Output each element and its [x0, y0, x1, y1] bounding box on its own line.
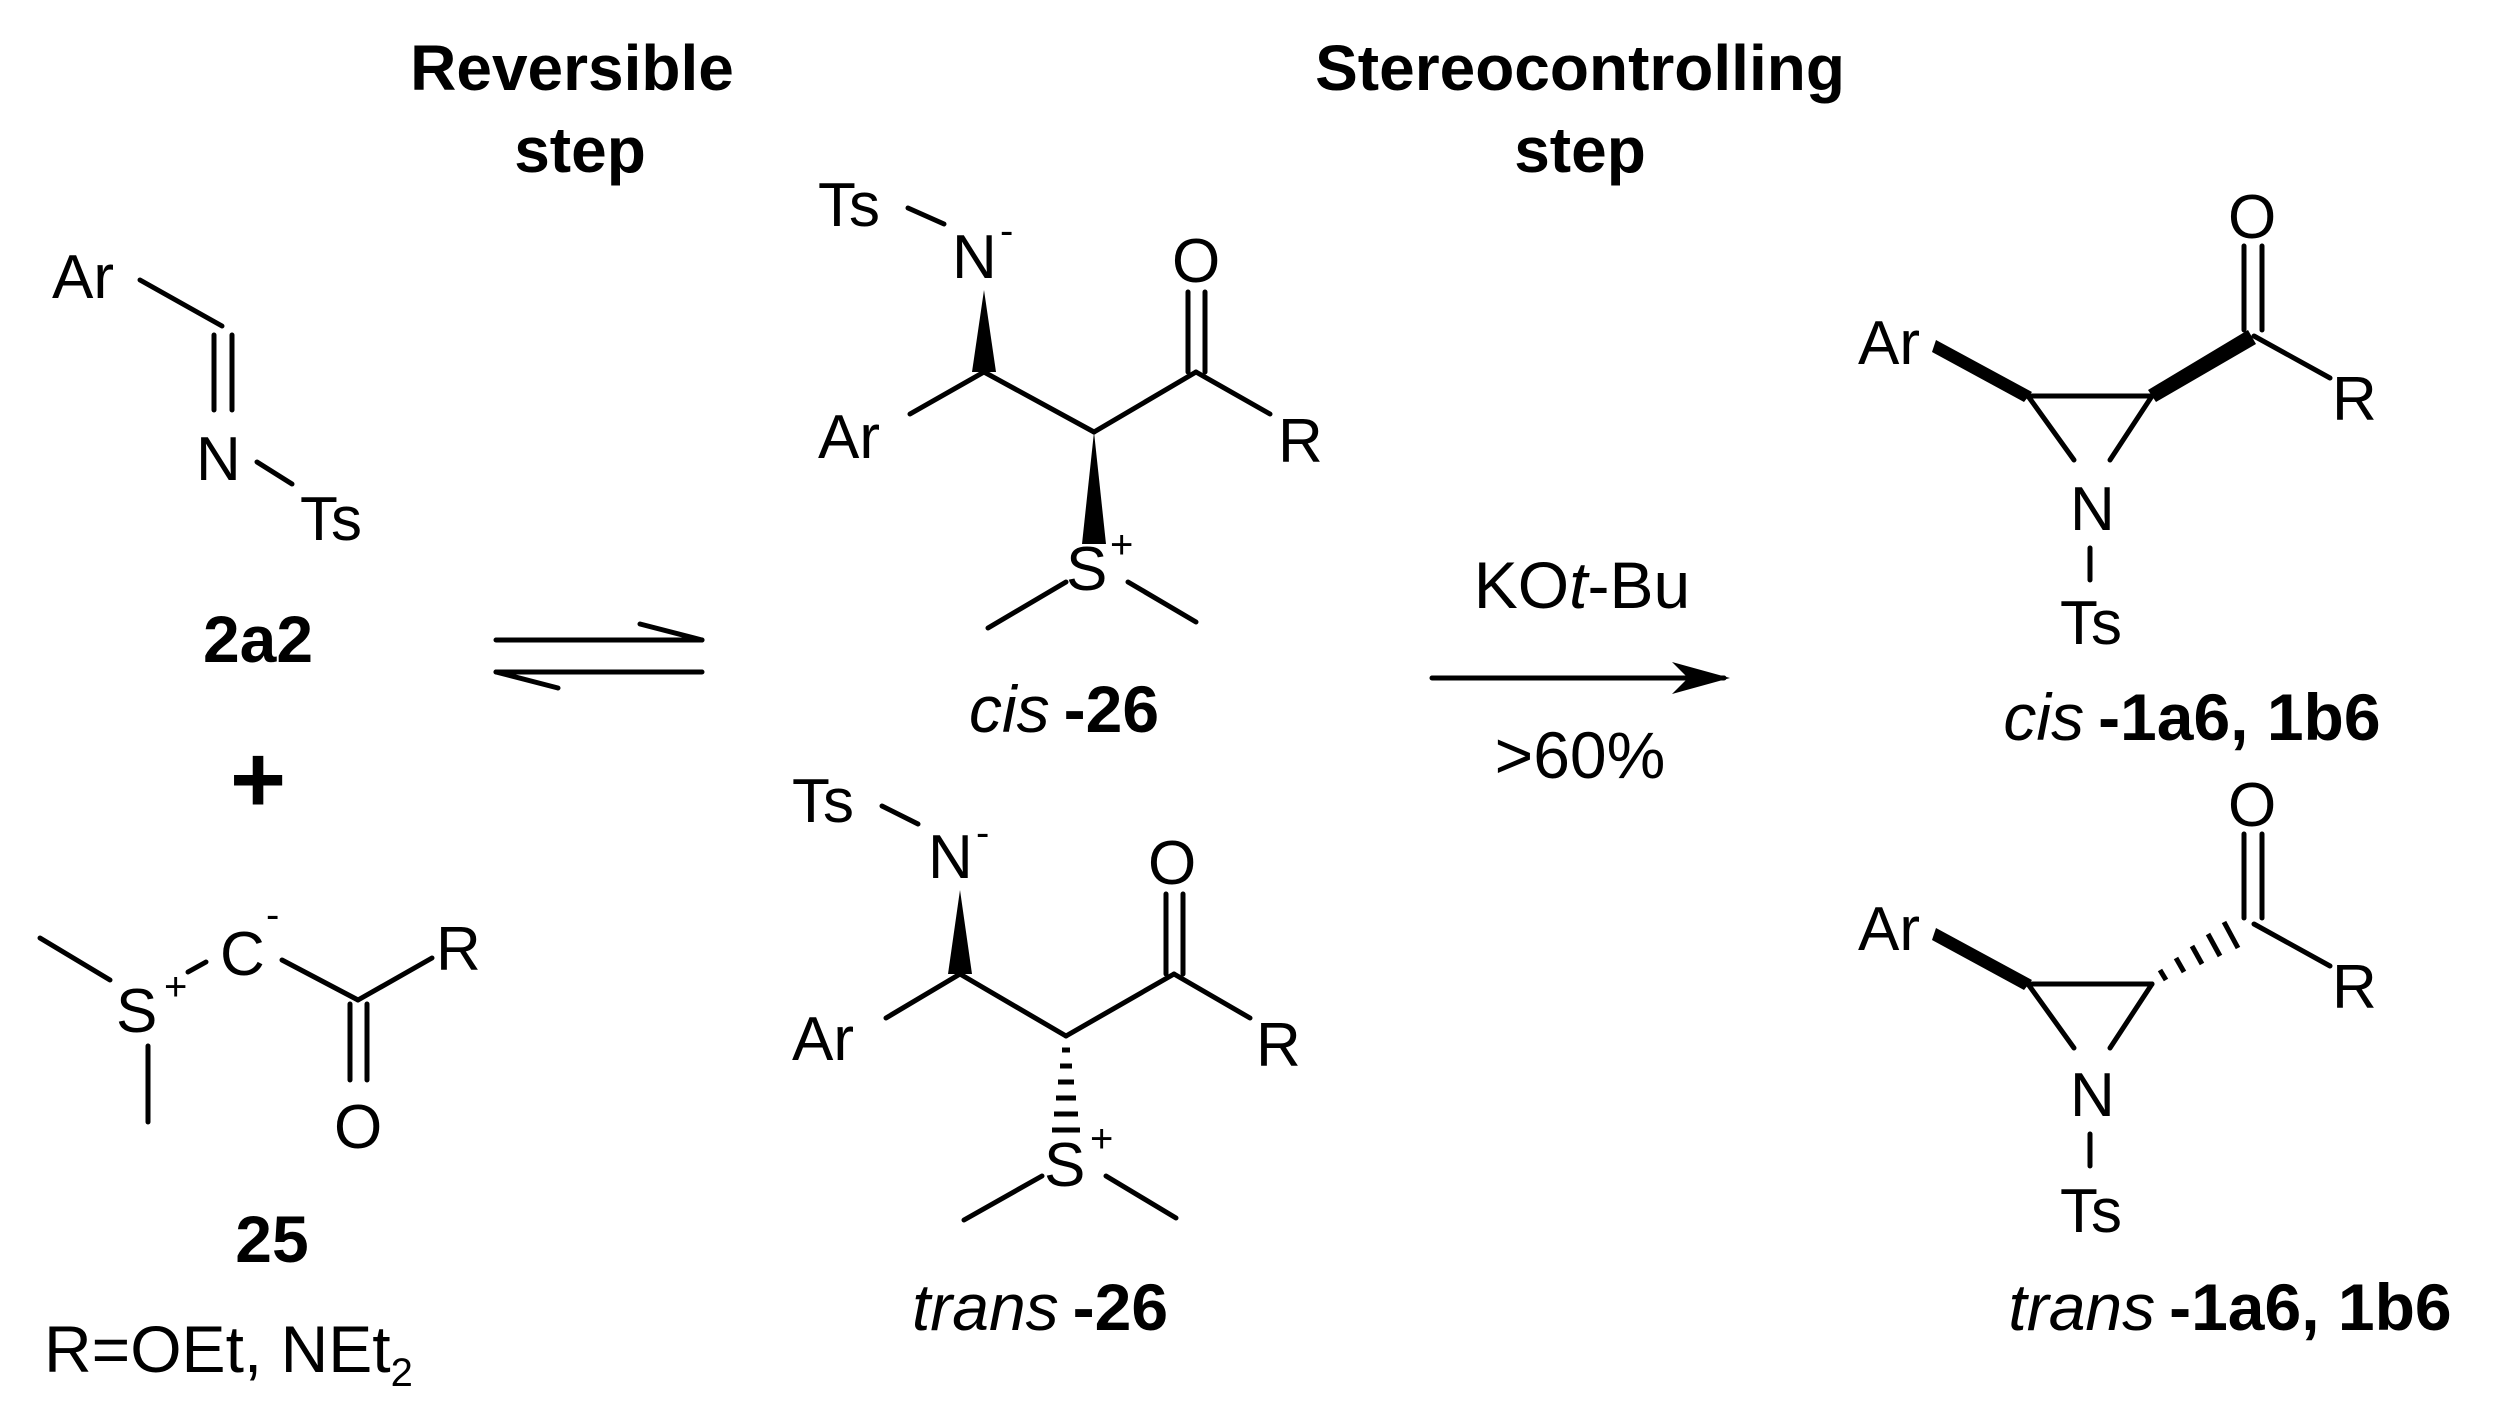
charge-plus: + [1110, 523, 1133, 567]
atom-ts: Ts [792, 767, 854, 836]
reagent-suffix: -Bu [1587, 548, 1690, 622]
charge-minus: - [976, 811, 989, 855]
atom-n: N [952, 223, 997, 292]
atom-o: O [2228, 183, 2276, 252]
atom-o: O [1172, 227, 1220, 296]
header-reversible-line2: step [514, 114, 646, 186]
charge-minus: - [266, 893, 279, 937]
trans-aziridine-structure: Ar N Ts O R [1858, 771, 2377, 1246]
atom-n: N [196, 425, 241, 494]
atom-s: S [1066, 535, 1107, 604]
atom-c: C [220, 920, 265, 989]
hashed-bond [1052, 1047, 1080, 1133]
cis-26-prefix: cis [969, 672, 1050, 746]
substituent-note: R=OEt, NEt2 [44, 1312, 413, 1395]
substituent-note-main: R=OEt, NEt [44, 1312, 391, 1386]
compound-label-2a2: 2a2 [203, 602, 313, 676]
cis-aziridine-structure: Ar N Ts O R [1858, 183, 2377, 658]
atom-s: S [116, 977, 157, 1046]
substituent-note-subscript: 2 [391, 1351, 413, 1395]
atom-ts: Ts [818, 171, 880, 240]
trans-26-prefix: trans [912, 1270, 1059, 1344]
trans-26-structure: Ts N - Ar S + O R [792, 767, 1301, 1223]
atom-n: N [928, 823, 973, 892]
atom-r: R [436, 915, 481, 984]
atom-ar: Ar [52, 243, 114, 312]
atom-r: R [1256, 1011, 1301, 1080]
cis-26-structure: Ts N - Ar S + O R [818, 171, 1323, 631]
atom-ts: Ts [2060, 1177, 2122, 1246]
plus-sign: + [230, 726, 286, 833]
atom-r: R [2332, 953, 2377, 1022]
cis-aziridine-prefix: cis [2003, 680, 2084, 754]
atom-n: N [2070, 475, 2115, 544]
ylide-25-structure: S + C - R O [37, 893, 481, 1162]
charge-plus: + [1090, 1117, 1113, 1161]
compound-label-cis-26: cis-26 [969, 672, 1159, 746]
charge-plus: + [164, 965, 187, 1009]
header-stereocontrolling-line2: step [1514, 114, 1646, 186]
reagent-italic: t [1569, 548, 1590, 622]
atom-n: N [2070, 1061, 2115, 1130]
atom-ar: Ar [1858, 309, 1920, 378]
cis-aziridine-id: -1a6, 1b6 [2098, 680, 2381, 754]
cis-26-id: -26 [1064, 672, 1159, 746]
compound-label-trans-26: trans-26 [912, 1270, 1168, 1344]
trans-aziridine-prefix: trans [2008, 1270, 2155, 1344]
trans-26-id: -26 [1073, 1270, 1168, 1344]
equilibrium-arrows [493, 621, 705, 691]
atom-o: O [2228, 771, 2276, 840]
atom-o: O [1148, 829, 1196, 898]
yield-label: >60% [1495, 718, 1666, 792]
compound-label-trans-aziridine: trans-1a6, 1b6 [2008, 1270, 2451, 1344]
atom-s: S [1044, 1131, 1085, 1200]
atom-r: R [1278, 407, 1323, 476]
reagent-label: KOt-Bu [1474, 548, 1690, 622]
trans-aziridine-id: -1a6, 1b6 [2169, 1270, 2452, 1344]
atom-r: R [2332, 365, 2377, 434]
reaction-arrow [1429, 662, 1730, 694]
compound-label-25: 25 [235, 1202, 308, 1276]
atom-ar: Ar [792, 1005, 854, 1074]
atom-ts: Ts [2060, 589, 2122, 658]
compound-label-cis-aziridine: cis-1a6, 1b6 [2003, 680, 2380, 754]
hashed-bond [2157, 920, 2241, 982]
atom-ar: Ar [1858, 895, 1920, 964]
header-reversible-line1: Reversible [410, 32, 734, 104]
charge-minus: - [1000, 209, 1013, 253]
header-stereocontrolling-line1: Stereocontrolling [1315, 32, 1845, 104]
imine-2a2-structure: Ar N Ts [52, 243, 362, 554]
atom-o: O [334, 1093, 382, 1162]
atom-ar: Ar [818, 403, 880, 472]
atom-ts: Ts [300, 485, 362, 554]
reagent-prefix: KO [1474, 548, 1569, 622]
